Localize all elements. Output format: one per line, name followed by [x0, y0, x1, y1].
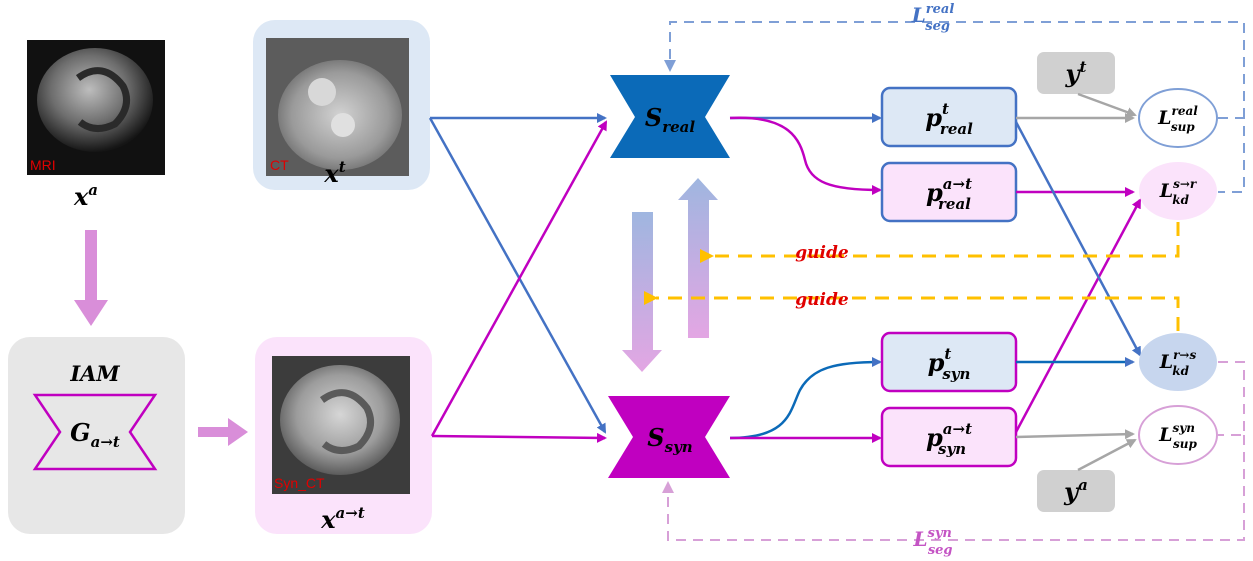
s-real-label: Sreal [645, 103, 696, 136]
exchange-arrow-down [622, 212, 662, 372]
yt-to-sup-real-edge [1077, 92, 1137, 117]
psyn-at-to-sup-syn-edge [1015, 429, 1135, 440]
guide-label-upper: guide [795, 243, 849, 263]
syn-to-ssyn-edge [431, 432, 607, 443]
iam-to-syn-arrow [198, 418, 248, 446]
mri-tag: MRI [30, 157, 56, 173]
sup-kd-bracket-upper [1218, 117, 1245, 193]
label-x-a: xa [73, 181, 98, 211]
label-x-t: xt [323, 158, 345, 188]
guide-arrow-lower [644, 291, 1180, 331]
exchange-arrow-up [678, 178, 718, 338]
seg-syn-loop [662, 435, 1245, 541]
s-syn-label: Ssyn [647, 423, 692, 456]
syn-to-sreal-edge [430, 120, 608, 437]
ct-to-ssyn-edge [428, 117, 607, 434]
generator-label: Ga→t [70, 418, 120, 451]
mri-image: MRI [27, 40, 165, 175]
sup-kd-bracket-lower [1218, 361, 1245, 436]
label-y-a: ya [1063, 476, 1088, 506]
box-y-a [1037, 470, 1115, 512]
ct-image: CT [266, 38, 409, 176]
mri-to-iam-arrow [74, 230, 108, 326]
ya-to-sup-syn-edge [1077, 438, 1137, 472]
iam-title: IAM [69, 361, 120, 386]
label-y-t: yt [1065, 58, 1087, 88]
generator-shape [32, 393, 158, 471]
iam-panel [8, 337, 185, 534]
syn-ct-tag: Syn_CT [274, 475, 325, 491]
syn-ct-image: Syn_CT [272, 356, 410, 494]
sreal-to-preal-at-edge [729, 116, 882, 195]
loss-kd-rs [1139, 333, 1217, 391]
s-real-shape [610, 75, 730, 158]
guide-arrow-upper [700, 222, 1180, 263]
psyn-at-to-kd-sr-edge [1014, 198, 1142, 433]
box-y-t [1037, 52, 1115, 94]
seg-real-loop [664, 21, 1245, 118]
guide-label-lower: guide [795, 290, 849, 310]
loss-sup-real [1138, 88, 1218, 148]
preal-t-to-kd-rs-edge [1014, 121, 1142, 357]
ct-tag: CT [270, 157, 289, 173]
loss-sup-syn [1138, 405, 1218, 465]
loss-kd-sr [1139, 162, 1217, 220]
ssyn-to-psyn-t-edge [729, 357, 882, 440]
s-syn-shape [608, 396, 730, 478]
label-x-at: xa→t [320, 504, 365, 534]
